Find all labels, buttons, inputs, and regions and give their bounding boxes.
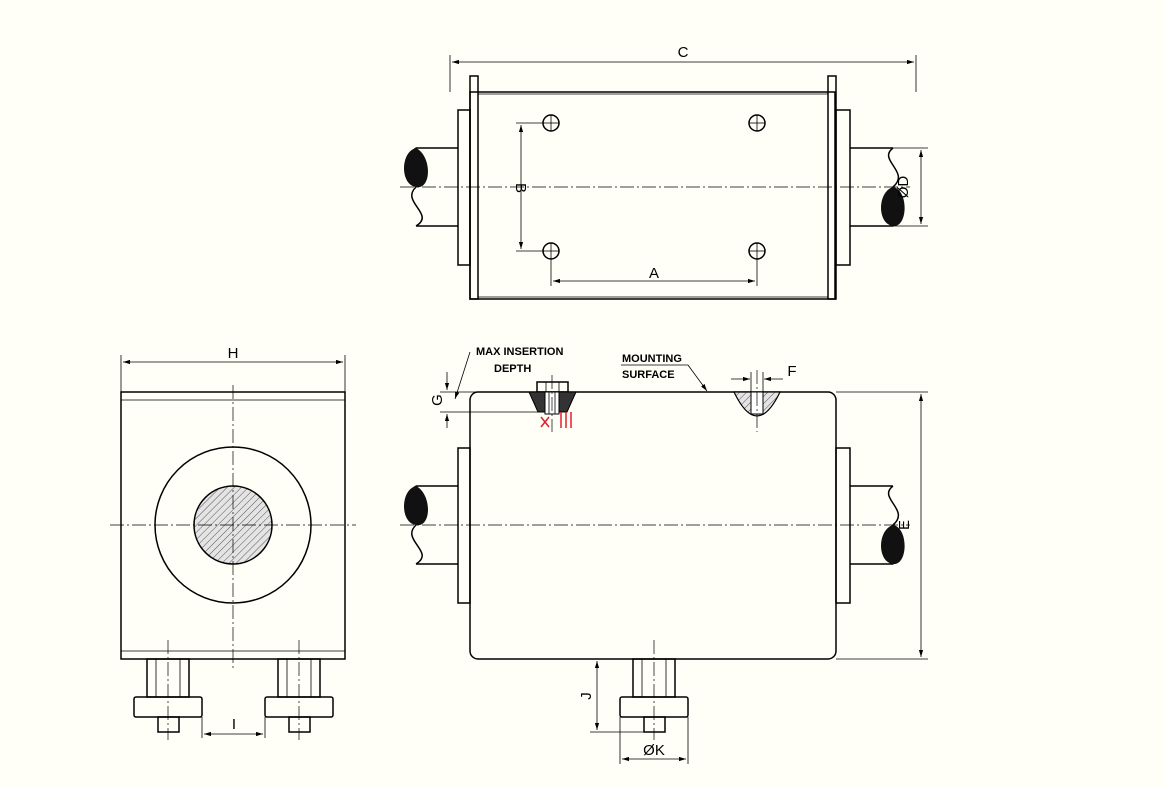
top-left-flange — [469, 75, 479, 300]
max-insertion-note: MAX INSERTION DEPTH — [454, 346, 563, 400]
front-body — [469, 391, 837, 660]
insertion-bolt — [528, 375, 577, 432]
top-left-pipe — [404, 109, 471, 266]
dimension-f: F — [731, 363, 797, 392]
dimension-e: E — [836, 391, 928, 660]
dimension-d-label: ØD — [895, 176, 912, 199]
dimension-i-label: I — [232, 716, 236, 733]
dimension-e-label: E — [896, 520, 913, 530]
dimension-g-label: G — [429, 394, 446, 406]
dimension-c: C — [449, 44, 917, 92]
dimension-g: G — [429, 372, 545, 428]
front-right-pipe — [835, 447, 905, 604]
dimension-a-label: A — [649, 265, 659, 282]
dimension-j-label: J — [578, 692, 595, 700]
mounting-note-line2: SURFACE — [622, 369, 675, 381]
max-insertion-line1: MAX INSERTION — [476, 346, 563, 358]
end-right-foot — [264, 640, 334, 740]
front-view: F MOUNTING SURFACE MAX INSERTION DEPTH G — [400, 346, 928, 764]
max-insertion-line2: DEPTH — [494, 363, 531, 375]
dimension-h: H — [120, 345, 346, 392]
dimension-d: ØD — [893, 147, 928, 227]
dimension-i: I — [201, 716, 266, 738]
dimension-b-label: B — [512, 183, 529, 193]
warning-mark — [540, 412, 572, 428]
dimension-a: A — [550, 259, 758, 286]
dimension-c-label: C — [678, 44, 689, 61]
front-foot — [619, 640, 689, 740]
dimension-f-label: F — [787, 363, 796, 380]
counterbore-hole — [733, 370, 781, 432]
end-view: H I — [110, 345, 356, 740]
end-left-foot — [133, 640, 203, 740]
mounting-note-line1: MOUNTING — [622, 353, 682, 365]
dimension-k-label: ØK — [643, 742, 665, 759]
dimension-k: ØK — [619, 717, 689, 764]
dimension-b: B — [512, 122, 543, 252]
dimension-j: J — [578, 658, 645, 733]
mounting-surface-note: MOUNTING SURFACE — [621, 353, 708, 392]
dimension-h-label: H — [228, 345, 239, 362]
top-view: C — [400, 44, 928, 300]
front-left-pipe — [404, 447, 471, 604]
